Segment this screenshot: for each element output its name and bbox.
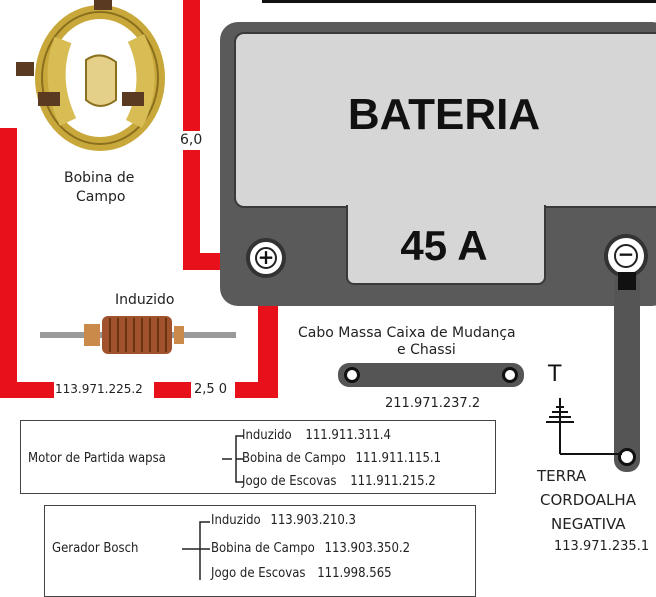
starter-item-1: Induzido 111.911.311.4 [242,428,391,443]
positive-terminal-inner [255,247,277,269]
generator-item-1-label: Induzido [211,513,261,528]
negative-strap [614,272,640,472]
chassis-strap [338,363,524,387]
chassis-strap-hole-right [502,367,518,383]
chassis-strap-part: 211.971.237.2 [385,396,481,411]
battery-title: BATERIA [347,90,541,139]
ground-label-negativa: NEGATIVA [551,515,626,533]
wire-code-bottom: 113.971.225.2 [55,382,143,396]
starter-name: Motor de Partida wapsa [28,451,166,466]
generator-item-3-part: 111.998.565 [317,566,392,581]
ground-symbol-letter: T [548,362,562,387]
starter-item-2-part: 111.911.115.1 [355,451,442,466]
wire-gauge-box [191,382,235,398]
starter-item-1-part: 111.911.311.4 [305,428,391,443]
wire-left-vertical [0,128,17,398]
chassis-strap-hole-left [344,367,360,383]
generator-item-1-part: 113.903.210.3 [270,513,356,528]
gauge-vertical: 6,0 [180,132,203,148]
generator-name: Gerador Bosch [52,541,139,556]
ground-symbol-icon [540,396,630,466]
positive-sign: + [257,245,275,269]
generator-bracket [182,510,212,580]
negative-terminal-inner [614,244,638,268]
negative-sign: − [617,242,635,266]
field-coil-icon [8,0,178,160]
armature-icon [40,312,236,358]
generator-item-2-label: Bobina de Campo [211,541,315,556]
starter-item-3-label: Jogo de Escovas [242,474,337,489]
field-coil-label-2: Campo [76,189,126,205]
wire-code-box [54,382,154,398]
starter-item-2-label: Bobina de Campo [242,451,346,466]
chassis-strap-title-2: e Chassi [397,342,456,358]
starter-bracket [222,426,246,486]
starter-parts-box [20,420,496,494]
top-border-line [262,0,656,3]
negative-strap-hole [618,448,636,466]
generator-item-1: Induzido 113.903.210.3 [211,513,356,528]
chassis-strap-title-1: Cabo Massa Caixa de Mudança [298,325,516,341]
generator-item-2: Bobina de Campo 113.903.350.2 [211,541,410,556]
starter-item-3: Jogo de Escovas 111.911.215.2 [242,474,436,489]
ground-part: 113.971.235.1 [554,539,650,554]
gauge-vertical-box [178,131,206,150]
battery-capacity-panel [346,205,546,285]
ground-label-cordoalha: CORDOALHA [540,491,636,509]
ground-label-terra: TERRA [537,467,587,485]
starter-item-2: Bobina de Campo 111.911.115.1 [242,451,441,466]
armature-label: Induzido [115,292,175,308]
wire-gauge-bottom: 2,5 0 [194,382,228,397]
generator-item-3-label: Jogo de Escovas [211,566,306,581]
battery-top-panel [234,32,656,208]
starter-item-3-part: 111.911.215.2 [350,474,436,489]
field-coil-label-1: Bobina de [64,170,135,186]
starter-item-1-label: Induzido [242,428,292,443]
generator-item-3: Jogo de Escovas 111.998.565 [211,566,392,581]
positive-terminal [246,238,286,278]
negative-strap-top [618,272,636,290]
generator-item-2-part: 113.903.350.2 [324,541,411,556]
battery-capacity: 45 A [400,222,488,269]
